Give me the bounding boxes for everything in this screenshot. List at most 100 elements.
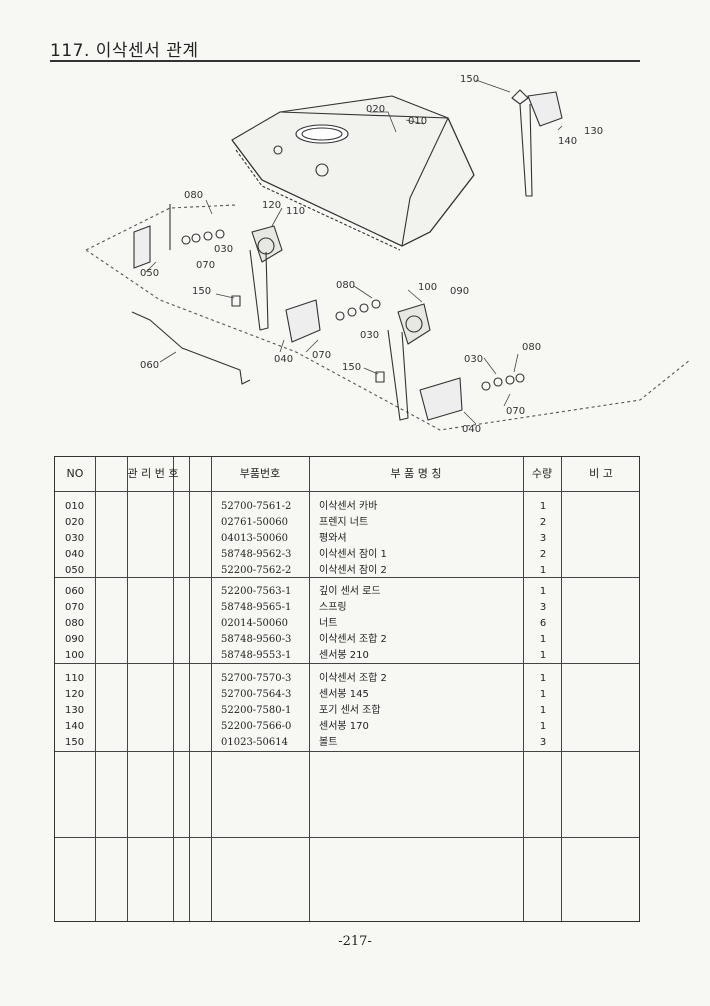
top-sensor-assembly-part bbox=[511, 89, 563, 197]
table-row: 150 01023-50614 볼트 3 bbox=[55, 735, 641, 751]
parts-table: NO 관 리 번 호 부품번호 부 품 명 칭 수량 비 고 010 52700… bbox=[54, 456, 640, 922]
cell-quantity: 1 bbox=[539, 673, 547, 684]
cell-no: 100 bbox=[65, 650, 85, 661]
header-remark: 비 고 bbox=[589, 467, 613, 480]
depth-sensor-rod-part bbox=[131, 311, 251, 385]
cell-part-number: 52200-7562-2 bbox=[221, 565, 292, 576]
cell-quantity: 1 bbox=[539, 586, 547, 597]
cell-no: 040 bbox=[65, 549, 85, 560]
callout-110: 110 bbox=[286, 206, 305, 217]
page-number: -217- bbox=[338, 934, 372, 949]
callout-090: 090 bbox=[450, 286, 469, 297]
table-row: 080 02014-50060 너트 6 bbox=[55, 616, 641, 632]
table-row: 100 58748-9553-1 센서봉 210 1 bbox=[55, 648, 641, 664]
cell-quantity: 6 bbox=[539, 618, 547, 629]
callout-020: 020 bbox=[366, 104, 385, 115]
callout-140: 140 bbox=[558, 136, 577, 147]
cell-quantity: 2 bbox=[539, 549, 547, 560]
table-row: 040 58748-9562-3 이삭센서 잠이 1 2 bbox=[55, 547, 641, 563]
cell-no: 080 bbox=[65, 618, 85, 629]
callout-070-right: 070 bbox=[506, 406, 525, 417]
cell-part-number: 52700-7561-2 bbox=[221, 501, 292, 512]
cell-quantity: 3 bbox=[539, 737, 547, 748]
callout-080-mid: 080 bbox=[336, 280, 355, 291]
callout-040-right: 040 bbox=[462, 424, 481, 435]
table-row: 090 58748-9560-3 이삭센서 조합 2 1 bbox=[55, 632, 641, 648]
callout-080-right: 080 bbox=[522, 342, 541, 353]
cell-part-number: 58748-9565-1 bbox=[221, 602, 292, 613]
cell-part-number: 58748-9553-1 bbox=[221, 650, 292, 661]
cell-no: 010 bbox=[65, 501, 85, 512]
cell-no: 140 bbox=[65, 721, 85, 732]
cell-part-number: 52200-7563-1 bbox=[221, 586, 292, 597]
header-control-number: 관 리 번 호 bbox=[127, 467, 179, 480]
cell-part-number: 52200-7580-1 bbox=[221, 705, 292, 716]
cell-quantity: 1 bbox=[539, 689, 547, 700]
cell-part-name: 이삭센서 잠이 1 bbox=[319, 549, 387, 560]
cell-part-number: 52700-7570-3 bbox=[221, 673, 292, 684]
table-row: 120 52700-7564-3 센서봉 145 1 bbox=[55, 687, 641, 703]
cell-no: 090 bbox=[65, 634, 85, 645]
cell-no: 120 bbox=[65, 689, 85, 700]
callout-120: 120 bbox=[262, 200, 281, 211]
cell-quantity: 1 bbox=[539, 650, 547, 661]
callout-150-top: 150 bbox=[460, 74, 479, 85]
cell-part-name: 센서봉 170 bbox=[319, 721, 369, 732]
cell-part-name: 센서봉 210 bbox=[319, 650, 369, 661]
cell-part-number: 02761-50060 bbox=[221, 517, 289, 528]
header-quantity: 수량 bbox=[531, 467, 553, 480]
cell-no: 070 bbox=[65, 602, 85, 613]
header-part-number: 부품번호 bbox=[239, 467, 281, 480]
table-row: 030 04013-50060 평와셔 3 bbox=[55, 531, 641, 547]
cell-part-name: 이삭센서 조합 2 bbox=[319, 634, 387, 645]
callout-040-left: 040 bbox=[274, 354, 293, 365]
cell-part-name: 센서봉 145 bbox=[319, 689, 369, 700]
cell-part-number: 02014-50060 bbox=[221, 618, 289, 629]
table-row: 060 52200-7563-1 깊이 센서 로드 1 bbox=[55, 584, 641, 600]
callout-070-mid: 070 bbox=[312, 350, 331, 361]
cell-part-name: 이삭센서 카바 bbox=[319, 501, 378, 512]
sensor-assembly-left-part bbox=[249, 225, 321, 343]
callout-150-low: 150 bbox=[342, 362, 361, 373]
cell-quantity: 1 bbox=[539, 721, 547, 732]
cell-part-number: 58748-9560-3 bbox=[221, 634, 292, 645]
callout-080-left: 080 bbox=[184, 190, 203, 201]
cell-part-name: 프렌지 너트 bbox=[319, 517, 369, 528]
cell-part-number: 52200-7566-0 bbox=[221, 721, 292, 732]
callout-030-mid: 030 bbox=[360, 330, 379, 341]
table-row: 070 58748-9565-1 스프링 3 bbox=[55, 600, 641, 616]
title-underline bbox=[50, 60, 640, 62]
callout-070-left: 070 bbox=[196, 260, 215, 271]
cell-part-name: 이삭센서 잠이 2 bbox=[319, 565, 387, 576]
cell-part-name: 이삭센서 조합 2 bbox=[319, 673, 387, 684]
table-row: 130 52200-7580-1 포기 센서 조합 1 bbox=[55, 703, 641, 719]
cell-no: 050 bbox=[65, 565, 85, 576]
cell-quantity: 3 bbox=[539, 533, 547, 544]
cell-quantity: 1 bbox=[539, 705, 547, 716]
cell-no: 060 bbox=[65, 586, 85, 597]
cell-no: 110 bbox=[65, 673, 85, 684]
bracket-part bbox=[133, 204, 171, 269]
cell-no: 150 bbox=[65, 737, 85, 748]
sensor-assembly-right-part bbox=[387, 303, 463, 421]
cell-part-number: 01023-50614 bbox=[221, 737, 289, 748]
table-row: 050 52200-7562-2 이삭센서 잠이 2 1 bbox=[55, 563, 641, 579]
callout-150-mid: 150 bbox=[192, 286, 211, 297]
table-row: 020 02761-50060 프렌지 너트 2 bbox=[55, 515, 641, 531]
callout-030-left: 030 bbox=[214, 244, 233, 255]
callout-130: 130 bbox=[584, 126, 603, 137]
callout-030-right: 030 bbox=[464, 354, 483, 365]
table-row: 140 52200-7566-0 센서봉 170 1 bbox=[55, 719, 641, 735]
exploded-parts-diagram: 020 010 150 130 140 080 120 110 030 070 … bbox=[85, 74, 691, 435]
cell-part-name: 포기 센서 조합 bbox=[319, 705, 381, 716]
sensor-cover-part bbox=[231, 95, 475, 251]
cell-part-number: 52700-7564-3 bbox=[221, 689, 292, 700]
cell-part-name: 평와셔 bbox=[319, 533, 347, 544]
cell-quantity: 2 bbox=[539, 517, 547, 528]
cell-part-number: 04013-50060 bbox=[221, 533, 289, 544]
cell-quantity: 3 bbox=[539, 602, 547, 613]
cell-quantity: 1 bbox=[539, 501, 547, 512]
cell-quantity: 1 bbox=[539, 634, 547, 645]
table-row: 010 52700-7561-2 이삭센서 카바 1 bbox=[55, 499, 641, 515]
header-no: NO bbox=[66, 467, 84, 480]
